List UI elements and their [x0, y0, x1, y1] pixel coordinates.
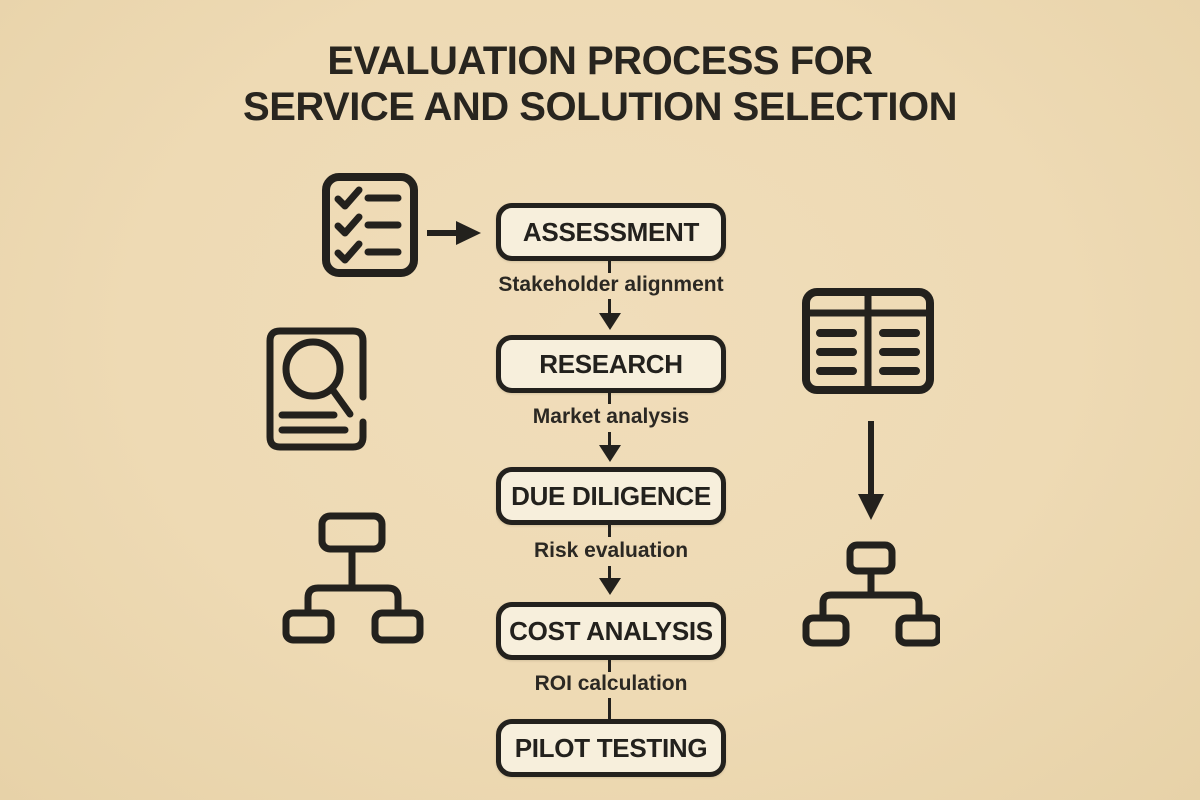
stage-box-pilot-testing: PILOT TESTING — [496, 719, 726, 777]
connector-label: Stakeholder alignment — [498, 273, 724, 296]
stage-box-due-diligence: DUE DILIGENCE — [496, 467, 726, 525]
stage-box-research: RESEARCH — [496, 335, 726, 393]
page-title-line1: EVALUATION PROCESS FOR — [327, 39, 873, 83]
connector-stem — [608, 432, 611, 446]
stage-box-assessment: ASSESSMENT — [496, 203, 726, 261]
connector-stem — [608, 525, 611, 537]
stage-label: ASSESSMENT — [522, 216, 700, 247]
connector-label: Risk evaluation — [533, 539, 689, 562]
stage-label: DUE DILIGENCE — [511, 480, 711, 511]
stage-label: RESEARCH — [539, 348, 683, 379]
stage-label: COST ANALYSIS — [509, 615, 713, 646]
down-arrowhead-icon — [599, 313, 621, 330]
connector-stem — [608, 261, 611, 273]
connector-stem — [608, 698, 611, 719]
connector-stem — [608, 566, 611, 579]
org-chart-icon — [282, 512, 424, 645]
checklist-document-icon — [321, 172, 419, 278]
connector-stem — [608, 660, 611, 672]
down-arrowhead-icon — [599, 578, 621, 595]
connector-stem — [608, 393, 611, 404]
page-title: EVALUATION PROCESS FOR SERVICE AND SOLUT… — [0, 38, 1200, 130]
connector-stem — [608, 299, 611, 314]
connector-label: Market analysis — [532, 405, 690, 428]
stage-label: PILOT TESTING — [514, 732, 708, 763]
connector-label: ROI calculation — [534, 672, 688, 695]
page-title-line2: SERVICE AND SOLUTION SELECTION — [243, 85, 957, 129]
down-arrow-icon — [856, 421, 886, 521]
data-table-icon — [802, 288, 934, 394]
right-arrow-icon — [427, 219, 481, 247]
org-chart-icon — [802, 541, 940, 647]
document-search-icon — [266, 327, 367, 451]
stage-box-cost-analysis: COST ANALYSIS — [496, 602, 726, 660]
down-arrowhead-icon — [599, 445, 621, 462]
